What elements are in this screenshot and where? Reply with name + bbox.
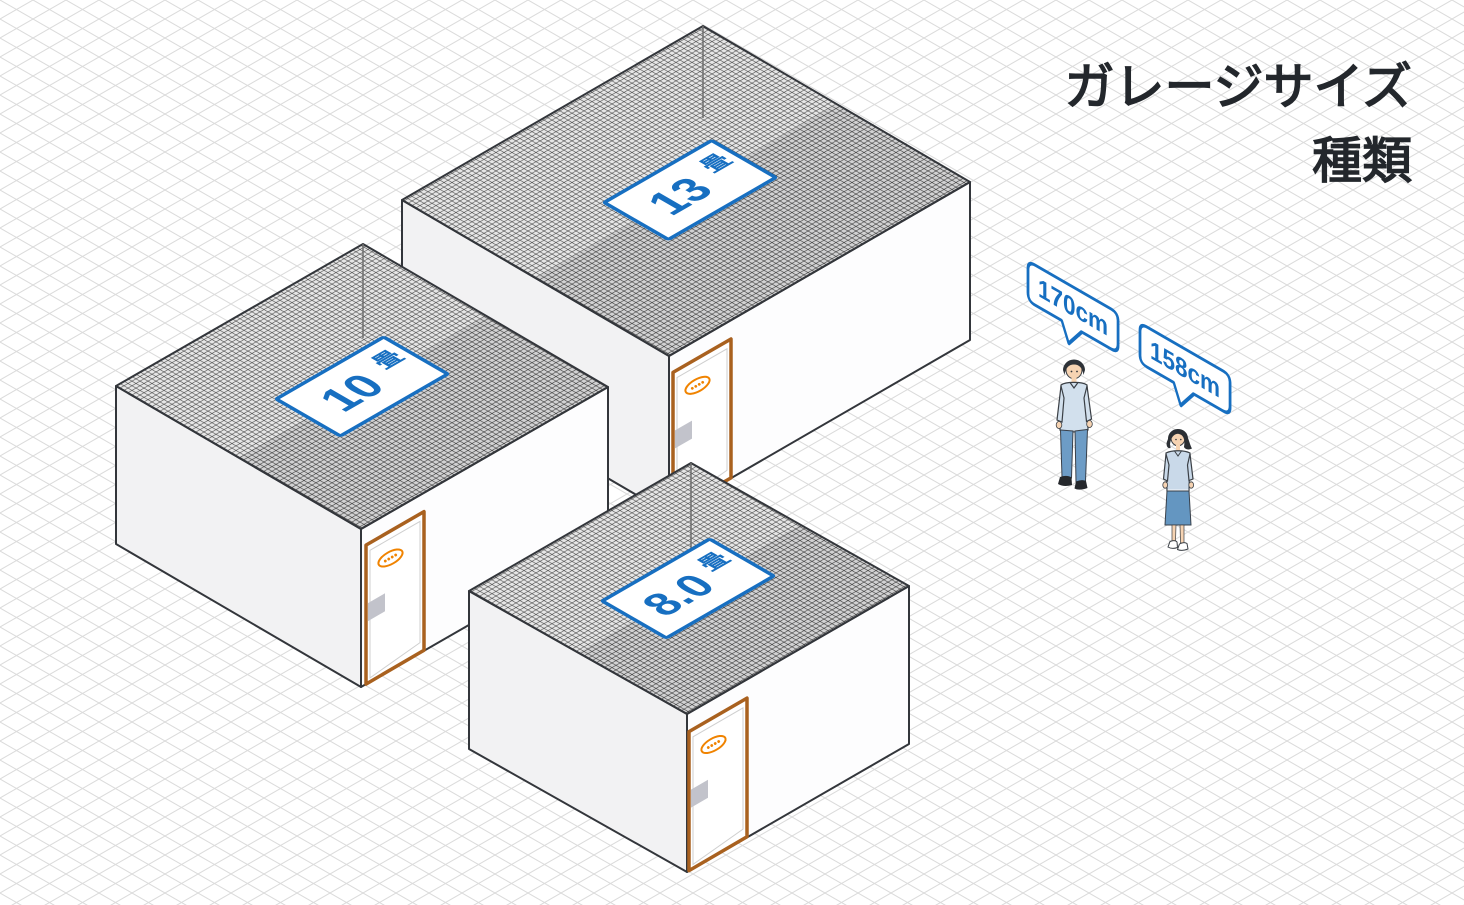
door bbox=[364, 509, 426, 686]
bubble-shape bbox=[1138, 323, 1232, 415]
man-shoe bbox=[1074, 480, 1088, 490]
woman-neckline bbox=[1174, 450, 1182, 457]
woman-top bbox=[1165, 450, 1191, 494]
woman-leg bbox=[1179, 524, 1185, 544]
woman-hand bbox=[1188, 481, 1194, 489]
door-handle bbox=[691, 779, 708, 808]
woman-eye bbox=[1175, 438, 1177, 441]
page-title-line1: ガレージサイズ bbox=[1065, 59, 1413, 115]
page-title-line2: 種類 bbox=[1312, 133, 1413, 189]
door-emblem-icon bbox=[377, 548, 404, 568]
roof-back-half bbox=[402, 26, 837, 278]
man-hair bbox=[1063, 359, 1085, 375]
plate-face bbox=[274, 336, 450, 437]
plate-face bbox=[602, 139, 778, 241]
man-neck bbox=[1071, 377, 1077, 383]
roof-outline bbox=[468, 462, 910, 715]
roof-back-half bbox=[469, 463, 800, 653]
roof-front-half bbox=[238, 315, 608, 529]
man-shirt bbox=[1059, 381, 1089, 433]
door-panel-line bbox=[692, 707, 744, 866]
roof-outline bbox=[115, 243, 609, 530]
woman-shoe bbox=[1167, 540, 1179, 549]
door-handle bbox=[368, 593, 385, 622]
garage-box-8: 8.0 畳 bbox=[468, 462, 910, 873]
man-collar bbox=[1069, 382, 1079, 390]
man-hand bbox=[1086, 420, 1093, 429]
woman-figure bbox=[1162, 428, 1194, 551]
man-right-sleeve bbox=[1083, 385, 1093, 423]
man-hand bbox=[1055, 421, 1063, 430]
door-frame bbox=[687, 696, 749, 873]
door-emblem-icon bbox=[700, 734, 727, 755]
man-left-leg bbox=[1059, 429, 1074, 479]
woman-eye bbox=[1180, 438, 1182, 441]
woman-skirt bbox=[1164, 490, 1192, 526]
man-shoe bbox=[1058, 475, 1072, 487]
door-panel-line bbox=[369, 520, 421, 679]
page-title: ガレージサイズ 種類 bbox=[1065, 59, 1414, 189]
roof-front-half bbox=[578, 524, 909, 714]
door-emblem-icon bbox=[684, 375, 711, 395]
woman-neck bbox=[1176, 445, 1180, 451]
man-right-leg bbox=[1074, 428, 1089, 483]
bubble-shape bbox=[1026, 261, 1120, 353]
door-frame bbox=[364, 509, 426, 686]
door bbox=[687, 696, 749, 873]
size-label-plate: 8.0 畳 bbox=[600, 538, 776, 639]
woman-right-sleeve bbox=[1186, 453, 1194, 482]
roof-back-half bbox=[116, 244, 486, 458]
woman-left-sleeve bbox=[1162, 453, 1170, 482]
size-label-plate: 10 畳 bbox=[274, 336, 450, 437]
garage-box-10: 10 畳 bbox=[115, 243, 609, 688]
size-label-plate: 13 畳 bbox=[602, 139, 778, 241]
door-handle bbox=[675, 420, 692, 449]
woman-shoe bbox=[1176, 542, 1189, 551]
man-left-sleeve bbox=[1056, 385, 1065, 423]
man-figure bbox=[1055, 359, 1093, 490]
door-panel-line bbox=[676, 347, 728, 507]
woman-hair bbox=[1166, 428, 1192, 450]
woman-hand bbox=[1162, 481, 1168, 489]
roof-outline bbox=[401, 25, 971, 357]
man-eye bbox=[1076, 370, 1078, 373]
roof-front-half bbox=[535, 104, 970, 356]
plate-face bbox=[600, 538, 776, 639]
man-eye bbox=[1070, 370, 1073, 373]
